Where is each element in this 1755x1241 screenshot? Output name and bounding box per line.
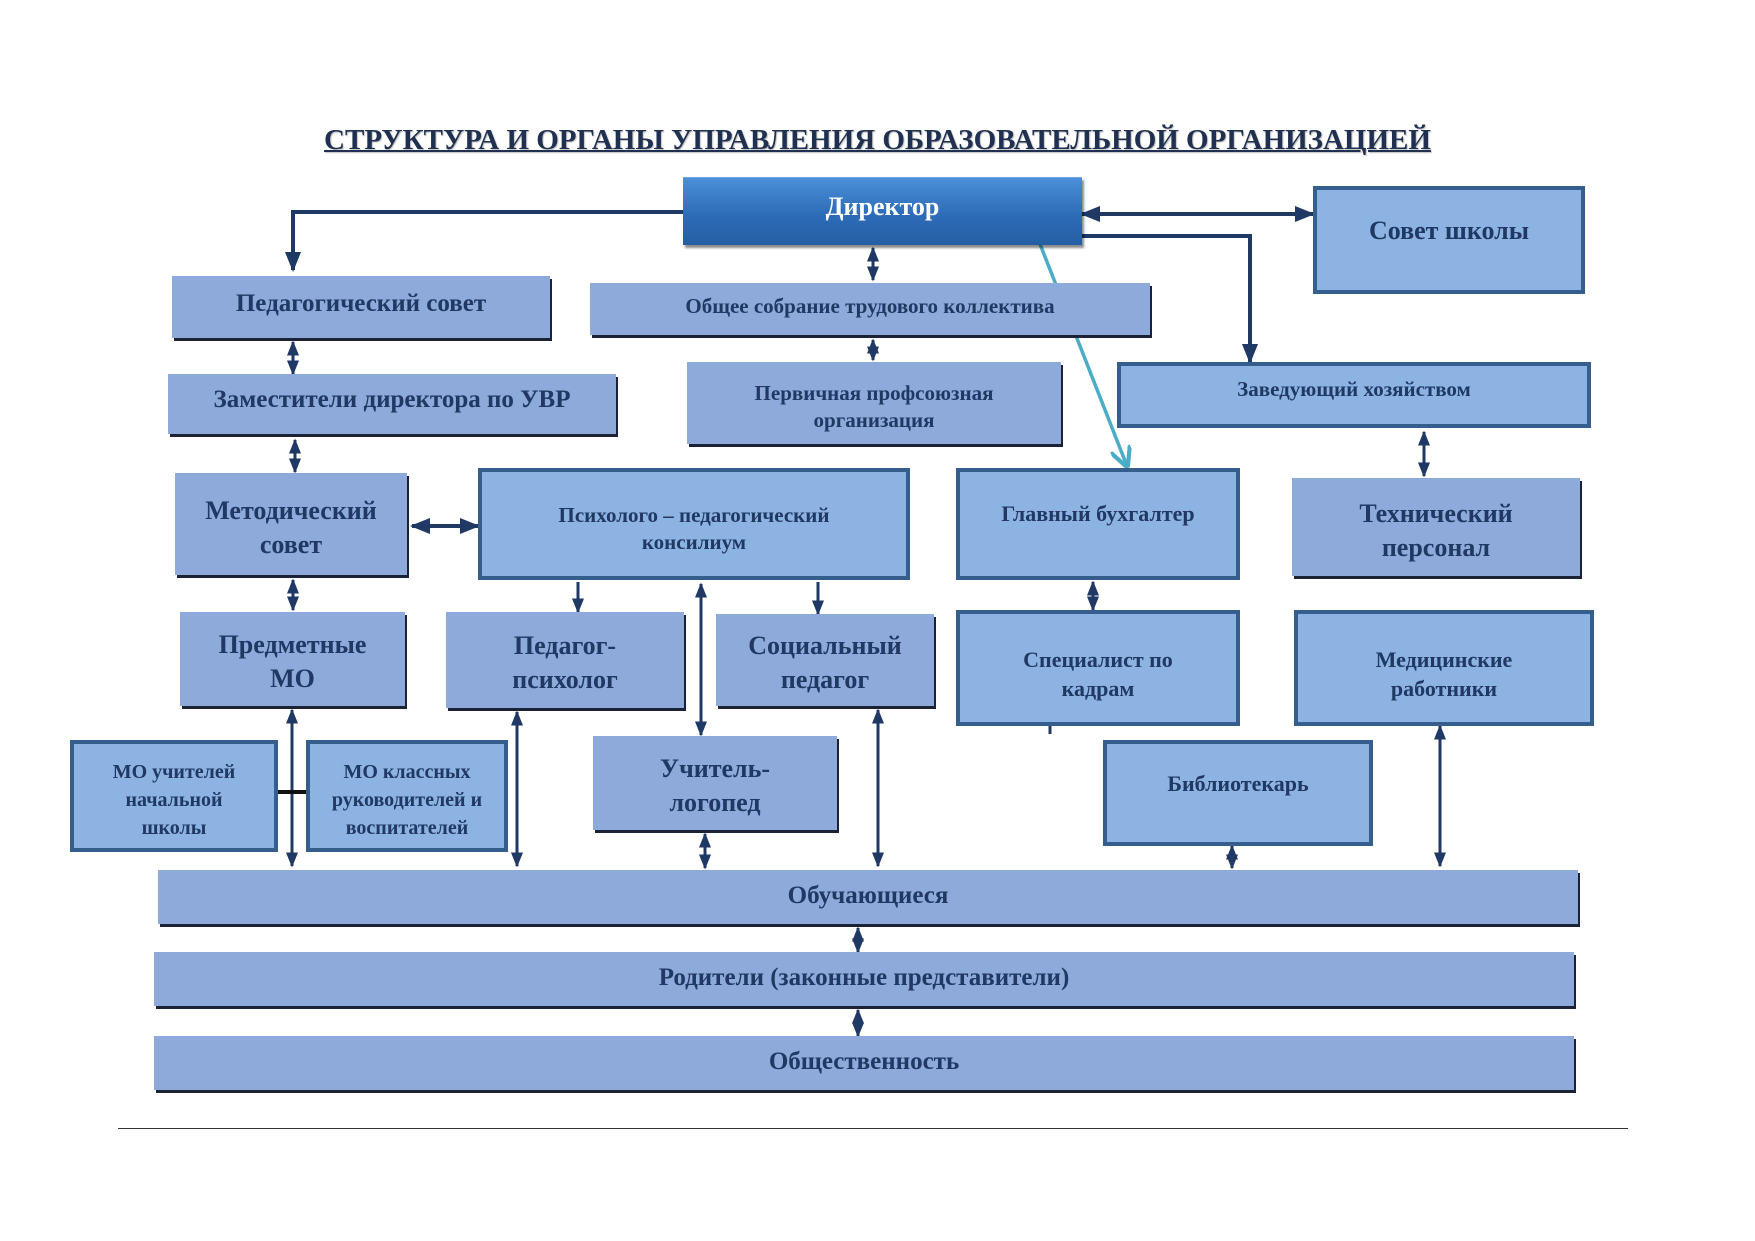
node-label-line-2: логопед xyxy=(669,788,761,817)
node-students: Обучающиеся xyxy=(158,870,1578,924)
footer-divider xyxy=(118,1128,1628,1129)
node-label: Директор xyxy=(825,192,940,221)
node-label-line-1: МО классных xyxy=(343,761,471,783)
node-methodical-council: Методический совет xyxy=(175,473,407,575)
node-mo-class-teachers: МО классных руководителей и воспитателей xyxy=(306,740,508,852)
node-label-line-3: воспитателей xyxy=(345,817,469,839)
diagram-title: СТРУКТУРА И ОРГАНЫ УПРАВЛЕНИЯ ОБРАЗОВАТЕ… xyxy=(324,124,1431,156)
node-label-line-2: начальной xyxy=(125,789,223,811)
node-label: Заместители директора по УВР xyxy=(213,386,571,413)
node-social-pedagogue: Социальный педагог xyxy=(716,614,934,706)
node-trade-union: Первичная профсоюзная организация xyxy=(687,362,1061,444)
node-public: Общественность xyxy=(154,1036,1574,1090)
node-label: Родители (законные представители) xyxy=(658,964,1070,991)
node-label-line-1: Методический xyxy=(205,496,377,526)
node-label-line-2: кадрам xyxy=(1061,676,1135,701)
node-label: Заведующий хозяйством xyxy=(1237,377,1471,401)
node-label-line-2: руководителей и xyxy=(331,789,483,811)
node-label-line-2: консилиум xyxy=(641,530,747,554)
node-medical-staff: Медицинские работники xyxy=(1294,610,1594,726)
node-school-council: Совет школы xyxy=(1313,186,1585,294)
connector-director-supply-manager xyxy=(1082,234,1258,364)
node-deputy-directors: Заместители директора по УВР xyxy=(168,374,616,434)
node-label-line-2: персонал xyxy=(1381,533,1491,562)
node-label: Общественность xyxy=(768,1048,960,1075)
node-label-line-2: педагог xyxy=(780,665,870,694)
node-label: Педагогический совет xyxy=(235,290,487,317)
node-label-line-1: Психолого – педагогический xyxy=(558,502,830,527)
node-chief-accountant: Главный бухгалтер xyxy=(956,468,1240,580)
node-mo-primary-teachers: МО учителей начальной школы xyxy=(70,740,278,852)
node-label-line-1: Первичная профсоюзная xyxy=(754,380,994,405)
node-label-line-1: Специалист по xyxy=(1023,647,1173,673)
node-label-line-2: работники xyxy=(1390,676,1498,701)
node-director: Директор xyxy=(683,177,1082,245)
node-label: Совет школы xyxy=(1368,216,1530,245)
node-ppk: Психолого – педагогический консилиум xyxy=(478,468,910,580)
node-teacher-psychologist: Педагог- психолог xyxy=(446,612,684,708)
node-label-line-1: Медицинские xyxy=(1375,647,1513,673)
node-label-line-1: Педагог- xyxy=(513,631,617,661)
node-label-line-3: школы xyxy=(141,817,207,839)
accent-arrow-director-chief-accountant xyxy=(1038,243,1127,466)
node-label-line-1: МО учителей xyxy=(112,761,236,783)
node-label-line-2: психолог xyxy=(512,665,618,694)
node-label-line-1: Технический xyxy=(1359,499,1513,529)
node-label: Библиотекарь xyxy=(1167,771,1309,796)
node-pedagogical-council: Педагогический совет xyxy=(172,276,550,338)
node-librarian: Библиотекарь xyxy=(1103,740,1373,846)
node-general-meeting: Общее собрание трудового коллектива xyxy=(590,283,1150,335)
node-label-line-1: Предметные xyxy=(218,630,367,660)
node-technical-staff: Технический персонал xyxy=(1292,478,1580,576)
node-parents: Родители (законные представители) xyxy=(154,952,1574,1006)
node-subject-mo: Предметные МО xyxy=(180,612,405,706)
connector-director-pedagogical-council xyxy=(285,210,683,272)
node-label-line-2: совет xyxy=(259,530,323,559)
node-supply-manager: Заведующий хозяйством xyxy=(1117,362,1591,428)
node-label-line-2: МО xyxy=(270,664,315,693)
node-label: Обучающиеся xyxy=(787,882,949,909)
node-speech-therapist: Учитель- логопед xyxy=(593,736,837,830)
node-label: Общее собрание трудового коллектива xyxy=(685,294,1055,318)
node-label-line-1: Учитель- xyxy=(659,754,771,784)
node-label: Главный бухгалтер xyxy=(1001,501,1195,526)
node-hr-specialist: Специалист по кадрам xyxy=(956,610,1240,726)
node-label-line-1: Социальный xyxy=(748,631,902,661)
node-label-line-2: организация xyxy=(813,408,935,432)
